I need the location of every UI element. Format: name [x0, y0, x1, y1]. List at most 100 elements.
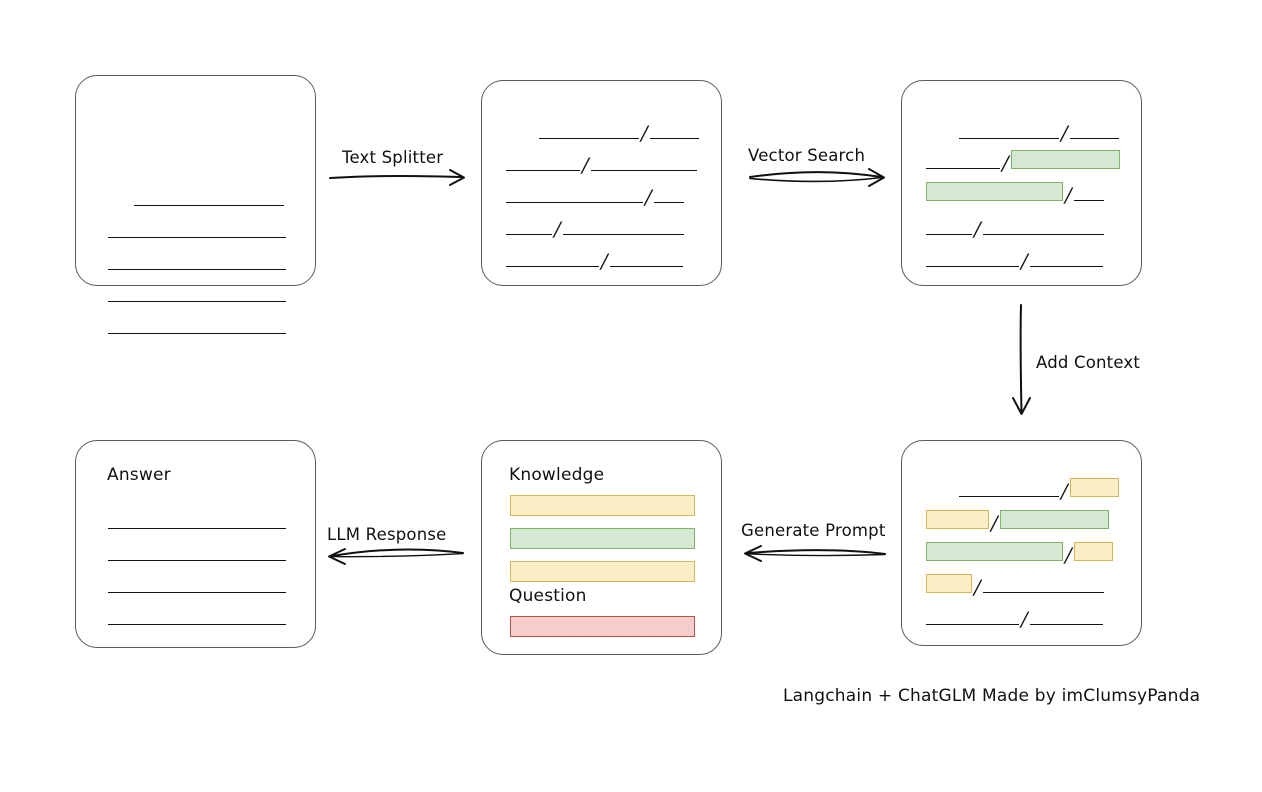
context-added-rows: / / / / /	[902, 441, 1141, 645]
text-segment	[649, 128, 699, 139]
text-segment	[959, 128, 1059, 139]
chunk-row: /	[506, 183, 684, 209]
matched-chunk-highlight	[999, 510, 1109, 529]
knowledge-bar-2	[510, 528, 695, 549]
context-chunk-highlight	[926, 574, 972, 593]
chunk-row: /	[959, 119, 1119, 143]
line-row	[108, 282, 286, 302]
text-line	[108, 259, 286, 270]
arrow-add-context-head	[1012, 397, 1031, 415]
node-split-chunks[interactable]: / / / / /	[481, 80, 722, 286]
line-row	[108, 509, 286, 529]
question-bar	[510, 616, 695, 637]
footer-credit: Langchain + ChatGLM Made by imClumsyPand…	[783, 686, 1201, 706]
text-segment	[562, 224, 684, 235]
chunk-separator: /	[1065, 543, 1072, 567]
edge-label-generate-prompt: Generate Prompt	[741, 521, 886, 540]
chunk-separator: /	[645, 185, 652, 209]
text-line	[108, 614, 286, 625]
source-document-lines	[76, 76, 315, 334]
chunk-separator: /	[1002, 151, 1009, 175]
node-answer[interactable]: Answer	[75, 440, 316, 648]
arrow-generate-prompt	[747, 549, 886, 555]
chunk-separator: /	[582, 153, 589, 177]
question-label: Question	[509, 586, 587, 606]
chunk-row: /	[506, 247, 683, 273]
node-source-document[interactable]	[75, 75, 316, 334]
text-segment	[506, 192, 643, 203]
chunk-row: /	[926, 541, 1113, 567]
vector-matched-rows: / / / / /	[902, 81, 1141, 285]
chunk-separator: /	[554, 217, 561, 241]
text-segment	[982, 582, 1104, 593]
chunk-separator: /	[1065, 183, 1072, 207]
line-row	[108, 541, 286, 561]
arrow-llm-response-head	[328, 548, 346, 565]
answer-lines	[76, 441, 315, 647]
matched-chunk-highlight	[926, 182, 1063, 201]
line-row	[108, 573, 286, 593]
text-line	[108, 582, 286, 593]
text-line	[108, 518, 286, 529]
arrow-generate-prompt-2	[747, 553, 886, 557]
matched-chunk-highlight	[926, 542, 1063, 561]
text-line	[108, 323, 286, 334]
text-segment	[1069, 128, 1119, 139]
node-context-added-chunks[interactable]: / / / / /	[901, 440, 1142, 646]
arrow-llm-response-2	[331, 552, 464, 558]
node-prompt[interactable]: Knowledge Question	[481, 440, 722, 655]
text-segment	[653, 192, 684, 203]
chunk-separator: /	[1021, 607, 1028, 631]
chunk-row: /	[926, 509, 1109, 535]
line-row	[108, 250, 286, 270]
text-segment	[590, 160, 697, 171]
arrow-generate-prompt-head	[744, 545, 762, 562]
edge-label-llm-response: LLM Response	[327, 525, 447, 544]
chunk-row: /	[926, 181, 1104, 207]
chunk-row: /	[506, 151, 697, 177]
matched-chunk-highlight	[1010, 150, 1120, 169]
text-segment	[982, 224, 1104, 235]
arrow-vector-search-head	[868, 168, 885, 187]
context-chunk-highlight	[1069, 478, 1119, 497]
text-segment	[926, 158, 1000, 169]
chunk-separator: /	[641, 121, 648, 145]
knowledge-bar-3	[510, 561, 695, 582]
line-row	[108, 218, 286, 238]
chunk-row: /	[539, 119, 699, 145]
chunk-row: /	[926, 573, 1104, 599]
text-segment	[506, 256, 599, 267]
chunk-separator: /	[1021, 249, 1028, 273]
text-segment	[959, 486, 1059, 497]
context-chunk-highlight	[1073, 542, 1113, 561]
text-segment	[506, 224, 552, 235]
line-row	[108, 605, 286, 625]
text-line	[108, 227, 286, 238]
chunk-separator: /	[601, 249, 608, 273]
text-segment	[506, 160, 580, 171]
text-line	[108, 550, 286, 561]
chunk-separator: /	[974, 575, 981, 599]
arrow-vector-search-2	[749, 176, 883, 183]
split-chunk-rows: / / / / /	[482, 81, 721, 285]
chunk-row: /	[926, 247, 1103, 273]
context-chunk-highlight	[926, 510, 989, 529]
text-segment	[609, 256, 683, 267]
text-segment	[1073, 190, 1104, 201]
arrow-text-splitter	[329, 175, 463, 179]
arrow-add-context	[1019, 304, 1023, 413]
chunk-row: /	[926, 215, 1104, 239]
answer-title: Answer	[107, 465, 171, 485]
node-vector-matched-chunks[interactable]: / / / / /	[901, 80, 1142, 286]
knowledge-bar-1	[510, 495, 695, 516]
chunk-separator: /	[991, 511, 998, 535]
text-line	[134, 195, 284, 206]
edge-label-vector-search: Vector Search	[748, 146, 866, 165]
arrow-llm-response	[331, 548, 464, 557]
line-row	[134, 186, 284, 206]
edge-label-add-context: Add Context	[1036, 353, 1141, 372]
text-segment	[539, 128, 639, 139]
line-row	[108, 314, 286, 334]
arrow-vector-search	[749, 171, 883, 178]
chunk-row: /	[506, 215, 684, 241]
